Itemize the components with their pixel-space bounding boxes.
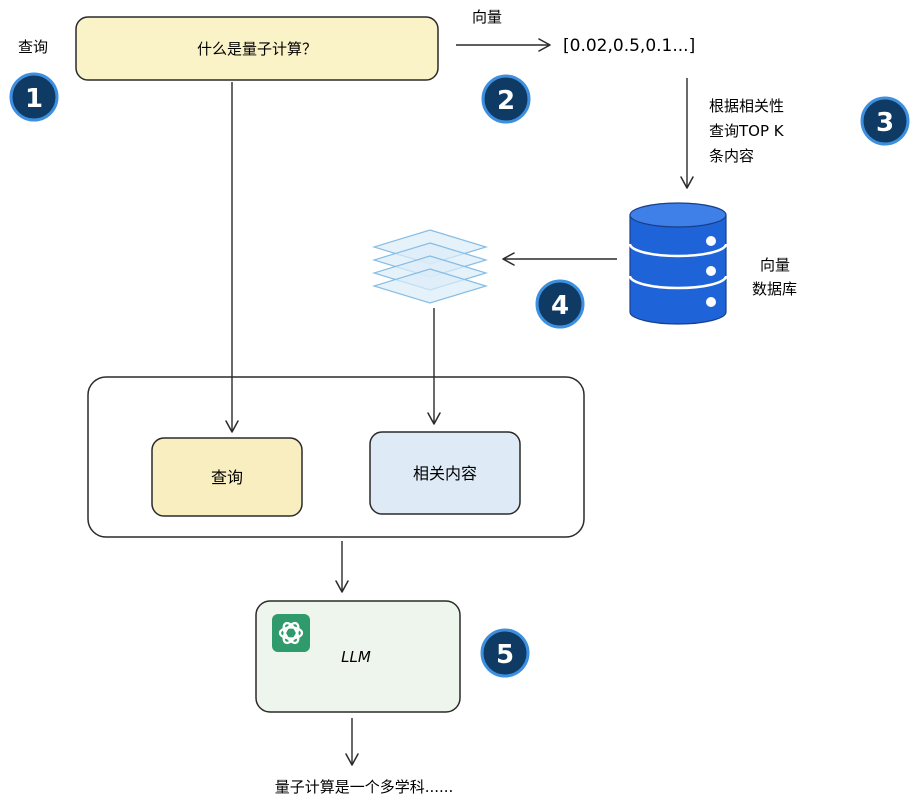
- query-box: [151, 437, 303, 517]
- retrieval-note-line-2: 查询TOP K: [709, 122, 785, 140]
- step-badge-5: 5: [480, 628, 530, 678]
- db-label-line-1: 向量: [760, 256, 790, 274]
- database-icon: [628, 202, 728, 325]
- query-box-label: 查询: [211, 468, 243, 487]
- step-4-number: 4: [551, 291, 569, 321]
- query-text: 什么是量子计算？: [197, 40, 317, 58]
- query-input-box: [75, 16, 439, 81]
- step-badge-4: 4: [535, 279, 585, 329]
- related-content-box: [369, 431, 521, 515]
- step-1-number: 1: [25, 84, 43, 114]
- step-5-number: 5: [496, 640, 514, 670]
- vector-label: 向量: [472, 8, 502, 26]
- vector-value: [0.02,0.5,0.1...]: [563, 36, 695, 56]
- answer-text: 量子计算是一个多学科......: [275, 778, 454, 796]
- retrieval-note-line-3: 条内容: [709, 147, 754, 165]
- step-badge-1: 1: [9, 72, 59, 122]
- db-label-line-2: 数据库: [752, 280, 797, 298]
- openai-icon: [272, 614, 310, 652]
- llm-label: LLM: [341, 648, 371, 666]
- prompt-container: [87, 376, 585, 538]
- retrieval-note-line-1: 根据相关性: [709, 97, 784, 115]
- step-badge-2: 2: [481, 74, 531, 124]
- step-3-number: 3: [876, 108, 894, 138]
- query-label: 查询: [18, 38, 48, 56]
- related-content-label: 相关内容: [413, 464, 477, 483]
- step-2-number: 2: [497, 86, 515, 116]
- step-badge-3: 3: [860, 96, 910, 146]
- document-layers-icon: [371, 229, 489, 304]
